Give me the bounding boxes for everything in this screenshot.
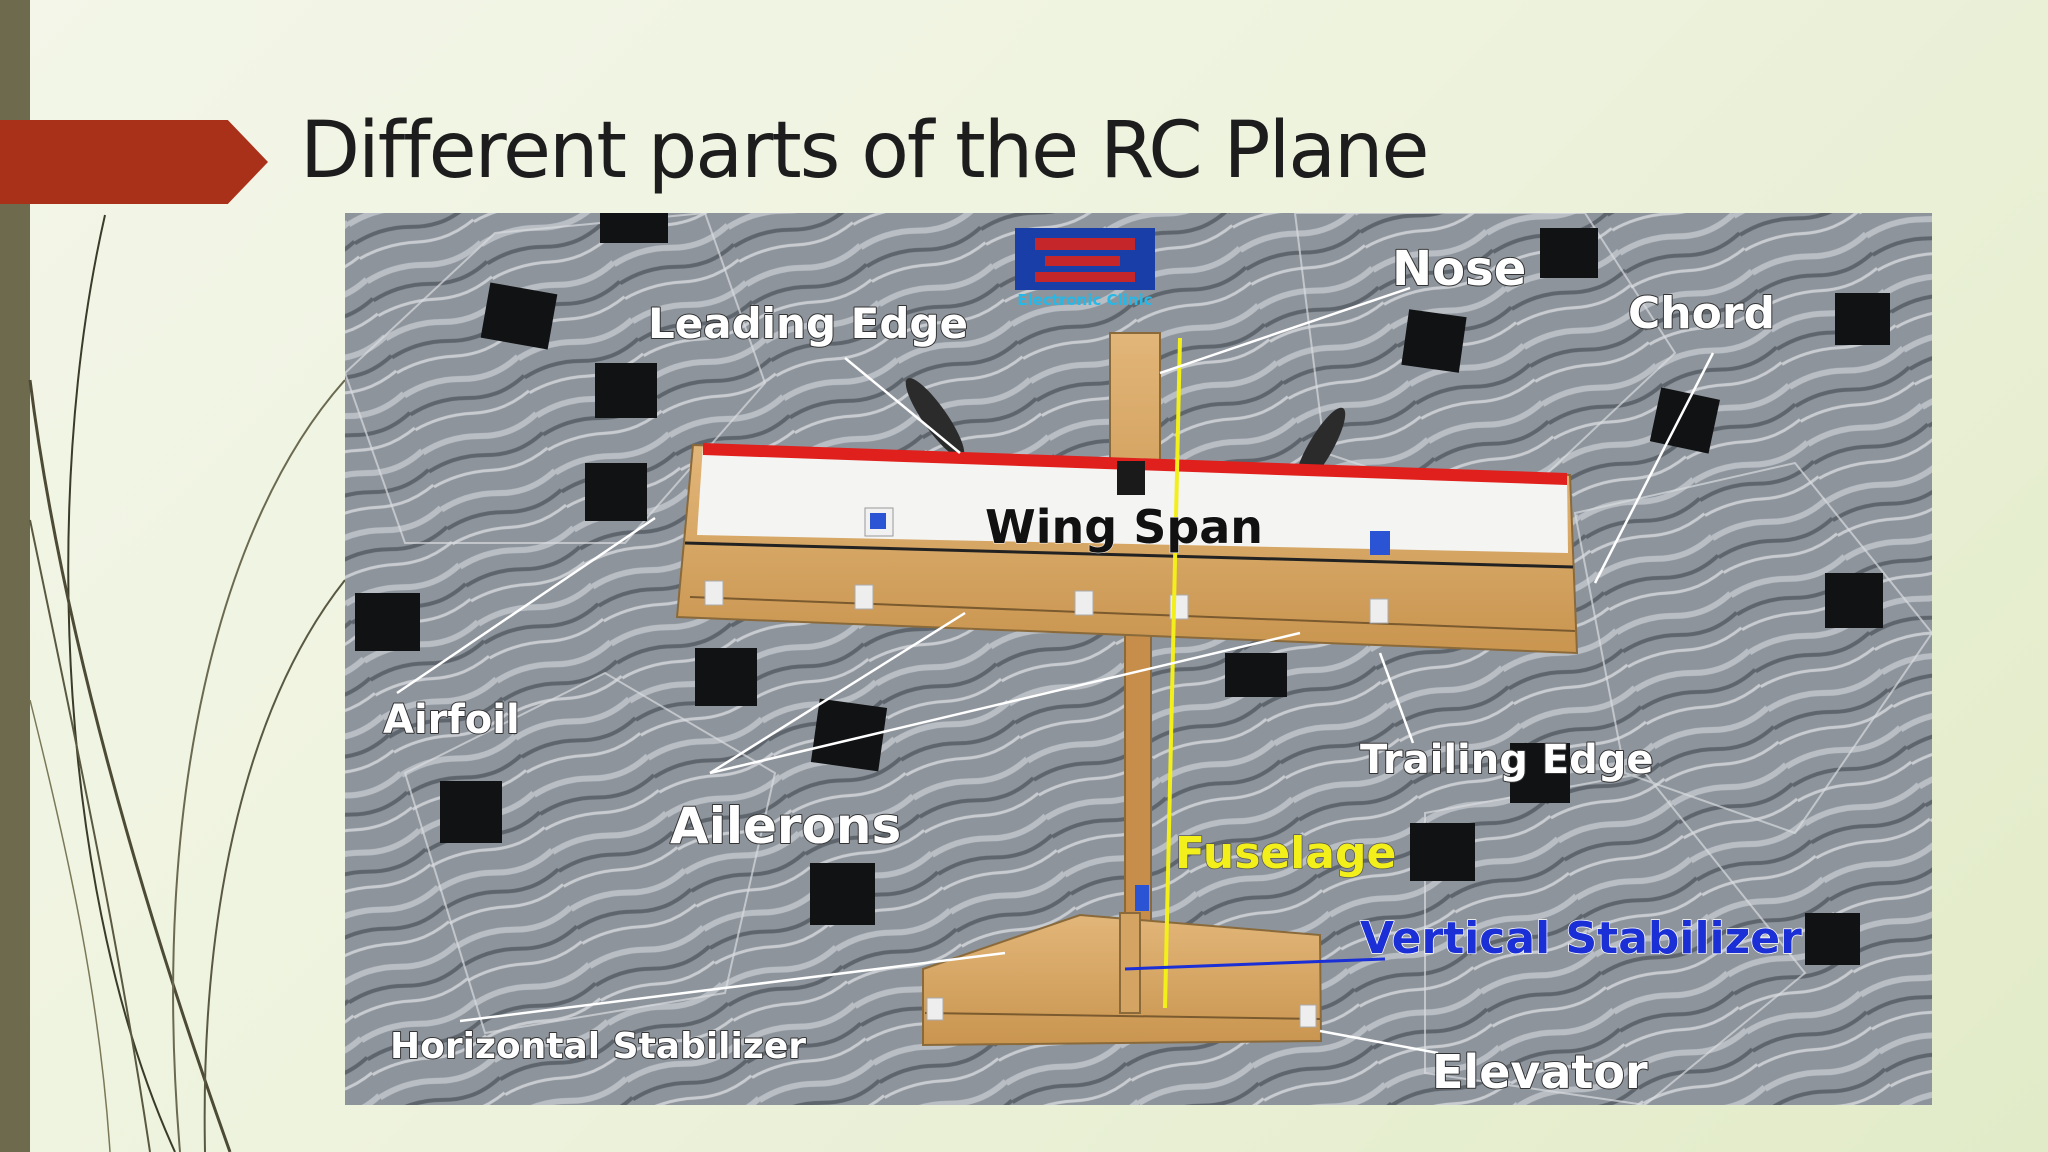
rc-plane-diagram-image: Electronic Clinic [345,213,1932,1105]
label-chord: Chord [1628,288,1775,339]
label-nose: Nose [1392,241,1526,297]
label-elevator: Elevator [1432,1045,1648,1099]
horizontal-tail [922,885,1323,1047]
title-arrow-marker [0,120,268,204]
label-wing-span: Wing Span [985,500,1263,554]
decorative-swooshes [28,214,346,1152]
label-ailerons: Ailerons [670,797,901,855]
slide-title: Different parts of the RC Plane [300,106,1429,196]
label-pointer-lines [396,286,1715,1055]
label-fuselage: Fuselage [1175,828,1396,879]
label-horizontal-stabilizer: Horizontal Stabilizer [390,1026,806,1067]
diagram-labels: Nose Leading Edge Chord Wing Span Airfoi… [382,240,1803,1100]
label-trailing-edge: Trailing Edge [1360,737,1654,783]
logo-text: Electronic Clinic [1017,291,1152,309]
label-airfoil: Airfoil [383,697,520,743]
electronic-clinic-logo: Electronic Clinic [1015,228,1155,309]
floor-tiles [355,213,1890,965]
main-wing [675,443,1579,655]
label-leading-edge: Leading Edge [648,299,968,348]
label-vertical-stabilizer: Vertical Stabilizer [1360,913,1802,964]
